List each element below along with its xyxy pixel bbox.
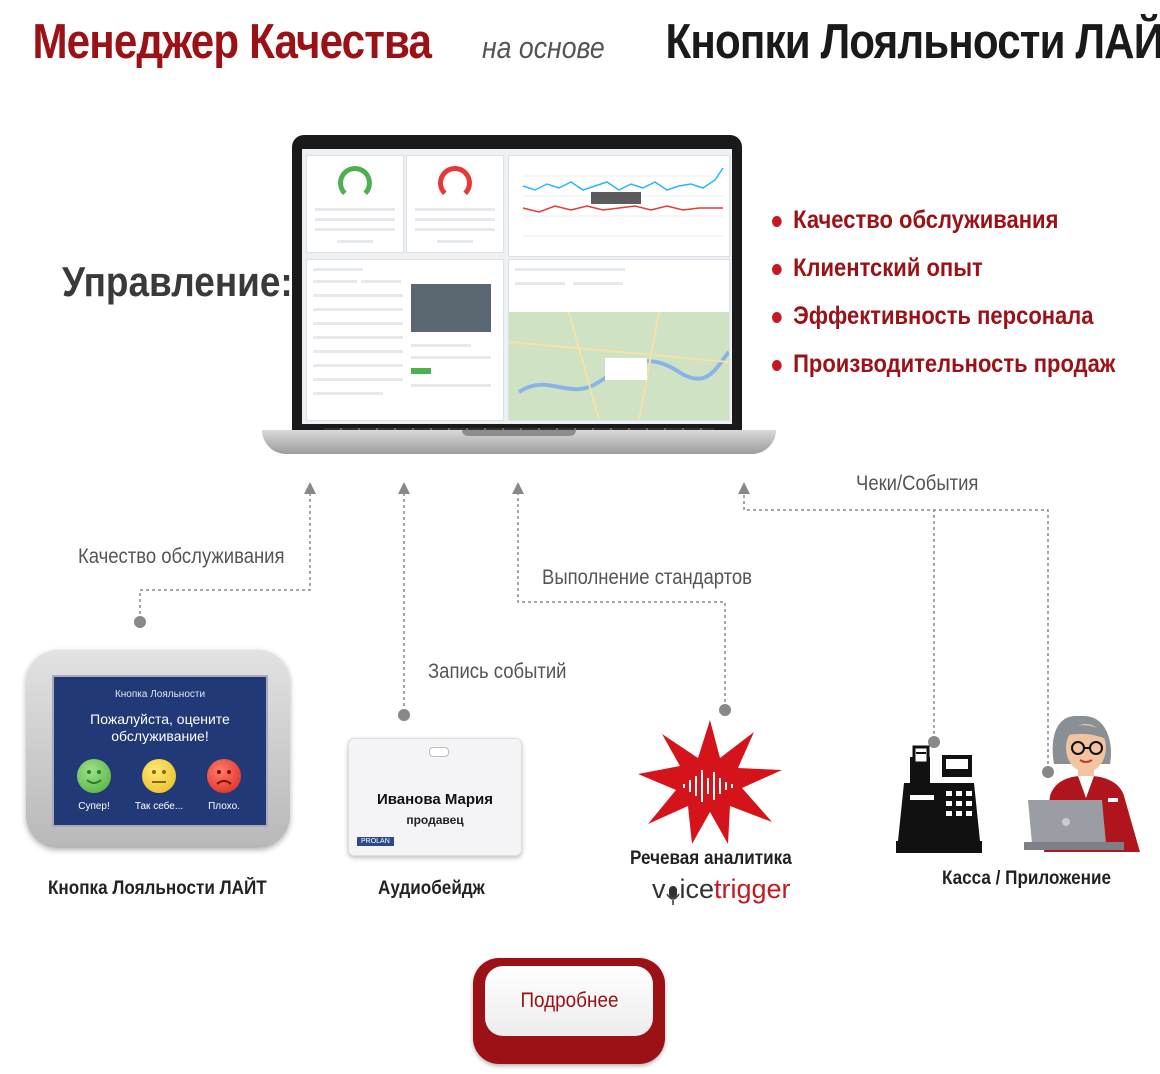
title-part-3: Кнопки Лояльности ЛАЙТ	[665, 15, 1160, 69]
laptop-base	[262, 430, 776, 454]
cashier-woman-icon	[1024, 716, 1140, 852]
audio-badge-caption: Аудиобейдж	[378, 878, 485, 899]
neutral-face-button[interactable]	[142, 759, 176, 793]
option-label-soso: Так себе...	[134, 801, 184, 812]
form-panel	[306, 259, 504, 421]
flow-label-recording: Запись событий	[428, 660, 567, 683]
map-panel	[508, 259, 731, 421]
option-label-bad: Плохо.	[208, 801, 240, 812]
laptop-dashboard	[262, 135, 776, 465]
gauge-icon	[438, 166, 472, 200]
option-label-super: Супер!	[78, 801, 110, 812]
register-caption: Касса / Приложение	[942, 868, 1112, 889]
cash-register-icon	[896, 745, 982, 853]
dashboard-display	[302, 149, 732, 424]
loyalty-button-caption: Кнопка Лояльности ЛАЙТ	[48, 878, 267, 899]
more-button-label: Подробнее	[519, 989, 619, 1012]
speech-analytics-caption: Речевая аналитика	[630, 848, 792, 869]
loyalty-button-device: Кнопка Лояльности Пожалуйста, оцените об…	[26, 650, 290, 848]
management-label: Управление:	[62, 258, 293, 305]
badge-role: продавец	[406, 813, 464, 827]
audio-badge-device: Иванова Мария продавец PROLAN	[348, 738, 522, 856]
map-area	[508, 311, 731, 421]
bullet-sales-productivity: Производительность продаж	[772, 350, 1115, 379]
laptop-screen	[292, 135, 742, 430]
flow-label-standards: Выполнение стандартов	[542, 566, 752, 589]
title-part-2: на основе	[481, 30, 605, 65]
loyalty-prompt: Пожалуйста, оцените обслуживание!	[90, 711, 230, 744]
line-chart-graphic	[522, 167, 724, 237]
flow-label-quality: Качество обслуживания	[78, 545, 285, 568]
line-chart-panel	[508, 155, 730, 257]
speech-burst-icon	[638, 720, 782, 844]
badge-name: Иванова Мария	[376, 791, 494, 808]
camera-thumbnail	[411, 284, 491, 332]
bullet-staff-efficiency: Эффективность персонала	[772, 302, 1093, 331]
more-button[interactable]: Подробнее	[473, 958, 665, 1064]
microphone-icon	[665, 882, 680, 905]
loyalty-screen-title: Кнопка Лояльности	[114, 689, 206, 700]
badge-brand-logo: PROLAN	[357, 837, 394, 846]
flow-label-receipts: Чеки/События	[856, 472, 979, 495]
gauge-panel-2	[406, 155, 504, 253]
loyalty-button-screen: Кнопка Лояльности Пожалуйста, оцените об…	[52, 675, 268, 827]
bullet-customer-experience: Клиентский опыт	[772, 254, 983, 283]
bullet-service-quality: Качество обслуживания	[772, 206, 1058, 235]
title-part-1: Менеджер Качества	[32, 15, 432, 69]
sad-face-button[interactable]	[207, 759, 241, 793]
happy-face-button[interactable]	[77, 759, 111, 793]
gauge-icon	[338, 166, 372, 200]
gauge-panel-1	[306, 155, 404, 253]
page-title: Менеджер Качества на основе Кнопки Лояль…	[0, 14, 1160, 70]
